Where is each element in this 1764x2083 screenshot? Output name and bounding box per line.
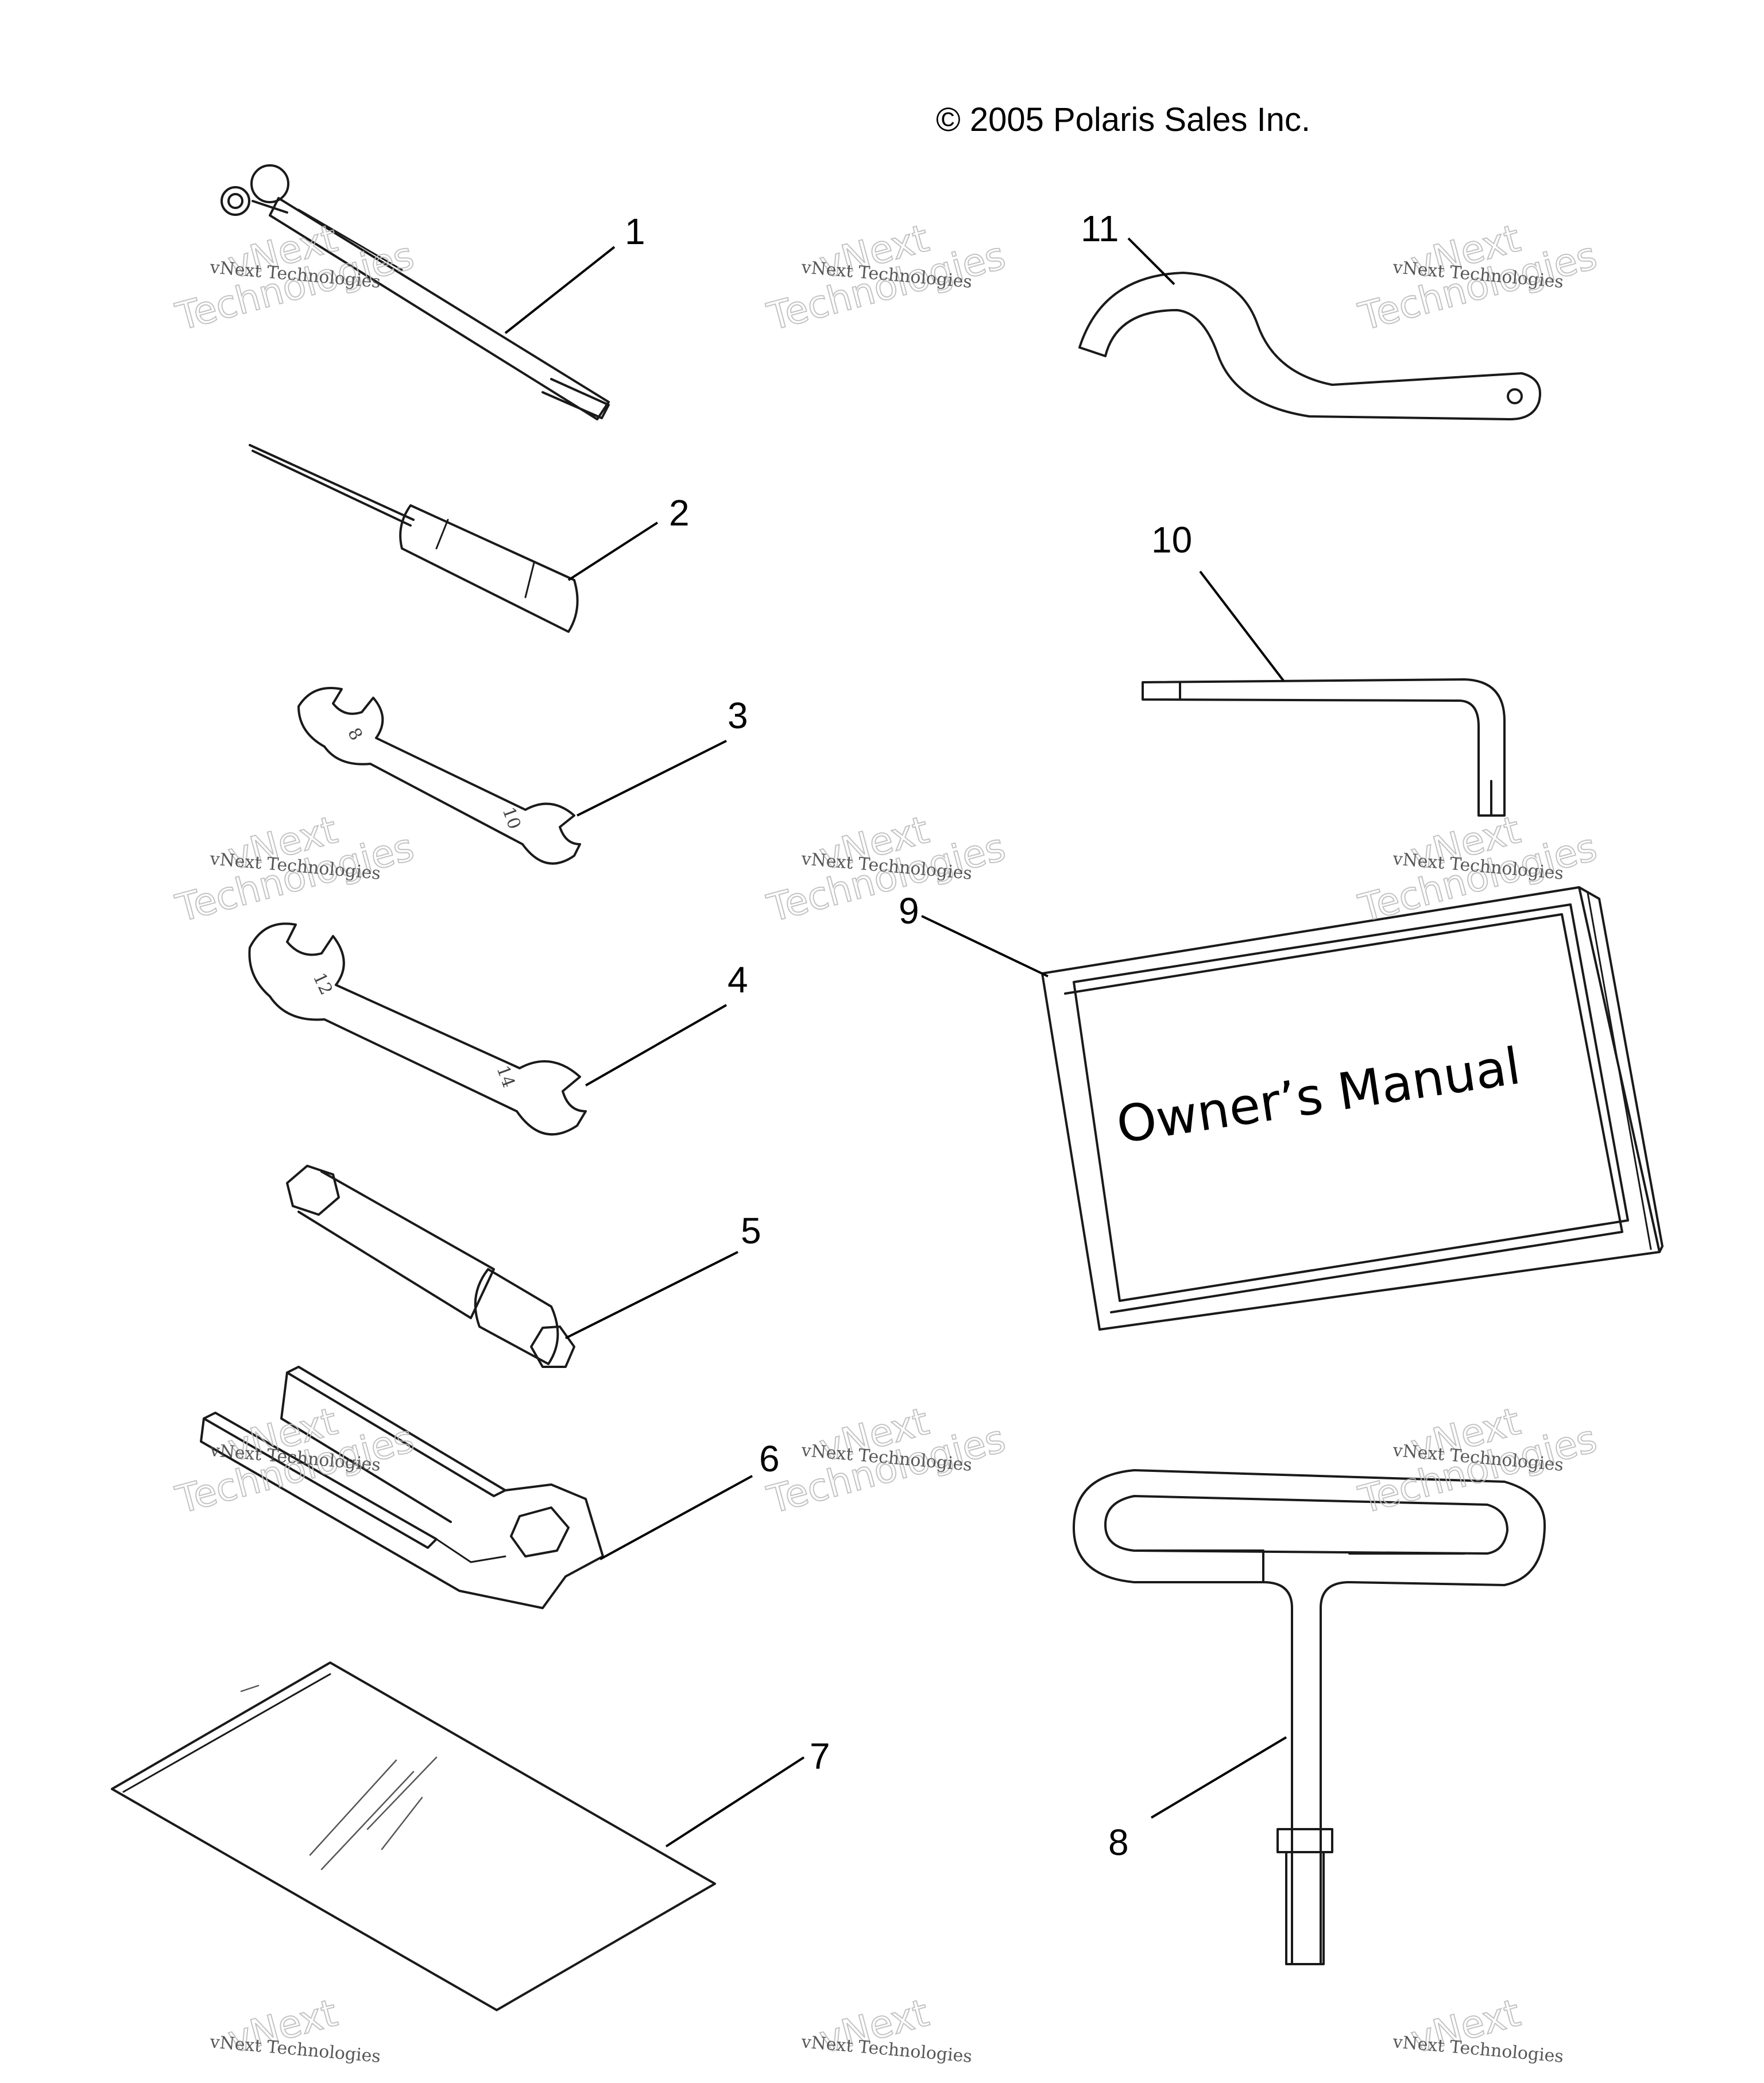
part-8-t-handle-wrench xyxy=(1073,1469,1546,1965)
part-9-owners-manual: Owner’s Manual xyxy=(1041,886,1664,1331)
part-7-plastic-bag xyxy=(111,1661,716,2011)
watermark: vNext Technologies vNext Technologies xyxy=(1353,215,1601,340)
watermark: vNext Technologies vNext Technologies xyxy=(762,215,1010,340)
watermark: vNext vNext Technologies xyxy=(208,1990,381,2067)
watermark: vNext Technologies vNext Technologies xyxy=(171,807,419,932)
callout-5: 5 xyxy=(741,1210,761,1251)
part-1-tire-gauge xyxy=(220,164,610,420)
callout-1: 1 xyxy=(625,211,645,252)
watermark: vNext Technologies vNext Technologies xyxy=(171,215,419,340)
callout-9: 9 xyxy=(899,890,919,932)
wrench-size-8: 8 xyxy=(343,725,366,744)
watermark: vNext Technologies vNext Technologies xyxy=(1353,807,1601,932)
callout-labels: 1 2 3 4 5 6 7 8 9 10 11 xyxy=(625,208,1192,1863)
part-2-screwdriver xyxy=(249,444,579,633)
callout-10: 10 xyxy=(1151,519,1192,561)
manual-title: Owner’s Manual xyxy=(1113,1036,1524,1155)
part-6-socket-tool xyxy=(200,1366,604,1609)
part-10-hex-key xyxy=(1142,678,1506,817)
wrench-size-12: 12 xyxy=(309,970,336,998)
part-4-wrench-12-14: 12 14 xyxy=(248,922,587,1136)
callout-6: 6 xyxy=(759,1438,780,1479)
callout-3: 3 xyxy=(728,695,748,736)
leader-lines xyxy=(504,237,1287,1848)
callout-11: 11 xyxy=(1081,208,1119,249)
callout-4: 4 xyxy=(728,959,748,1000)
callout-7: 7 xyxy=(810,1736,830,1777)
watermark: vNext vNext Technologies xyxy=(1391,1990,1564,2067)
callout-2: 2 xyxy=(669,492,690,534)
part-3-wrench-8-10: 8 10 xyxy=(297,687,581,865)
callout-8: 8 xyxy=(1108,1822,1129,1863)
watermark: vNext Technologies vNext Technologies xyxy=(762,807,1010,932)
part-5-spark-plug-socket xyxy=(286,1165,575,1368)
watermark: vNext vNext Technologies xyxy=(800,1990,973,2067)
watermarks: vNext Technologies vNext Technologies vN… xyxy=(171,215,1601,2067)
copyright-text: © 2005 Polaris Sales Inc. xyxy=(936,101,1310,138)
part-11-spanner-wrench xyxy=(1078,272,1541,420)
watermark: vNext Technologies vNext Technologies xyxy=(762,1398,1010,1523)
